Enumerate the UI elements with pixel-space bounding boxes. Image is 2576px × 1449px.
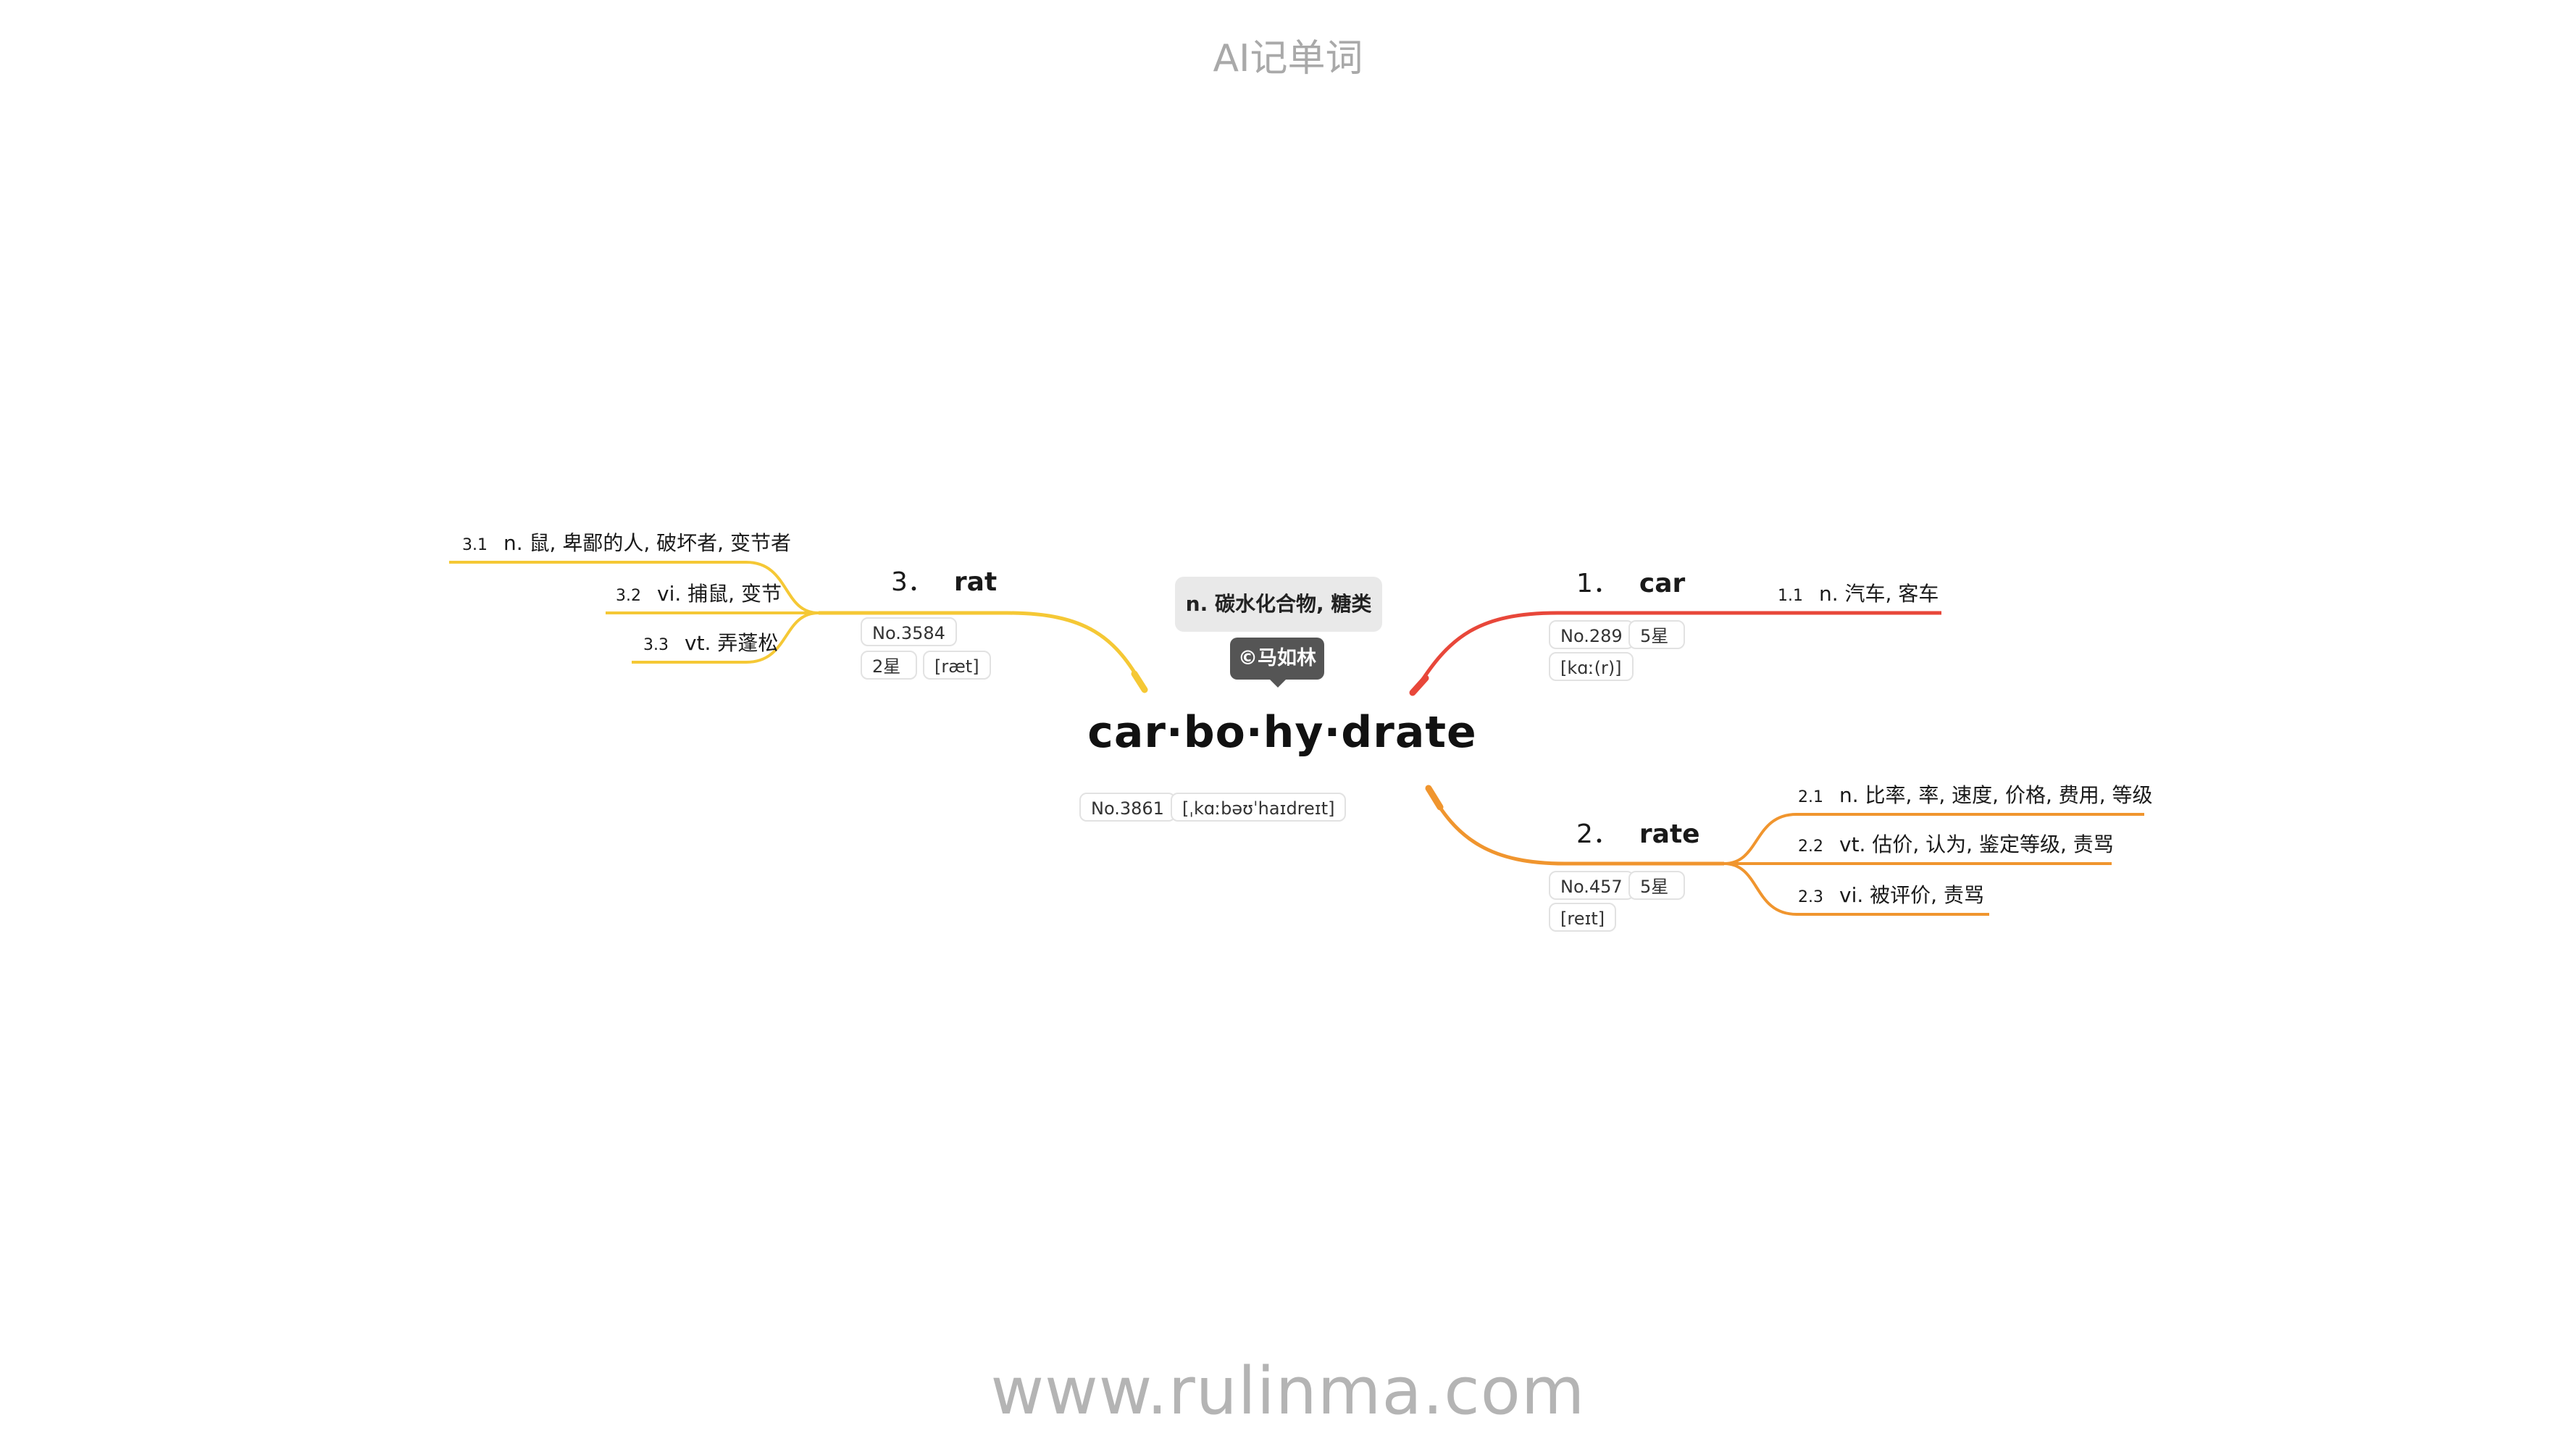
rat-node-index: 3． — [891, 567, 934, 597]
rate-branch-root — [1425, 785, 1444, 811]
rat-branch-line — [819, 611, 1145, 688]
rate-def-1-line — [1723, 813, 2144, 865]
car-node[interactable]: 1． car — [1576, 562, 1685, 600]
center-number-tag: No.3861 — [1079, 793, 1176, 822]
rate-node[interactable]: 2． rate — [1576, 813, 1700, 851]
car-node-index: 1． — [1576, 569, 1619, 598]
rate-node-word: rate — [1639, 819, 1700, 849]
rat-branch-root — [1131, 670, 1148, 693]
rate-def-3-line — [1723, 862, 1989, 916]
watermark: www.rulinma.com — [990, 1353, 1586, 1429]
rat-number-tag: No.3584 — [861, 617, 957, 646]
author-badge: ©马如林 — [1230, 638, 1324, 680]
rat-phonetic-tag: [ræt] — [923, 651, 991, 680]
car-branch-root — [1409, 675, 1429, 696]
rat-def-3-line — [632, 611, 819, 664]
center-word[interactable]: car·bo·hy·drate — [1087, 707, 1477, 758]
rate-stars-tag: 5星 — [1628, 871, 1685, 900]
rate-number-tag: No.457 — [1549, 871, 1634, 900]
rate-node-index: 2． — [1576, 819, 1619, 849]
rat-node[interactable]: 3． rat — [891, 561, 997, 598]
rat-stars-tag: 2星 — [861, 651, 917, 680]
rat-node-word: rat — [953, 567, 998, 597]
car-number-tag: No.289 — [1549, 620, 1634, 649]
car-stars-tag: 5星 — [1628, 620, 1685, 649]
car-branch-line — [1415, 611, 1941, 690]
center-meaning: n. 碳水化合物, 糖类 — [1175, 577, 1382, 632]
car-node-word: car — [1639, 569, 1686, 598]
rate-phonetic-tag: [reɪt] — [1549, 903, 1617, 932]
car-phonetic-tag: [kɑː(r)] — [1549, 652, 1634, 681]
rat-def-1-line — [449, 561, 819, 614]
center-phonetic-tag: [ˌkɑːbəʊˈhaɪdreɪt] — [1171, 793, 1347, 822]
app-title: AI记单词 — [1213, 37, 1363, 80]
author-badge-pointer — [1268, 678, 1287, 688]
